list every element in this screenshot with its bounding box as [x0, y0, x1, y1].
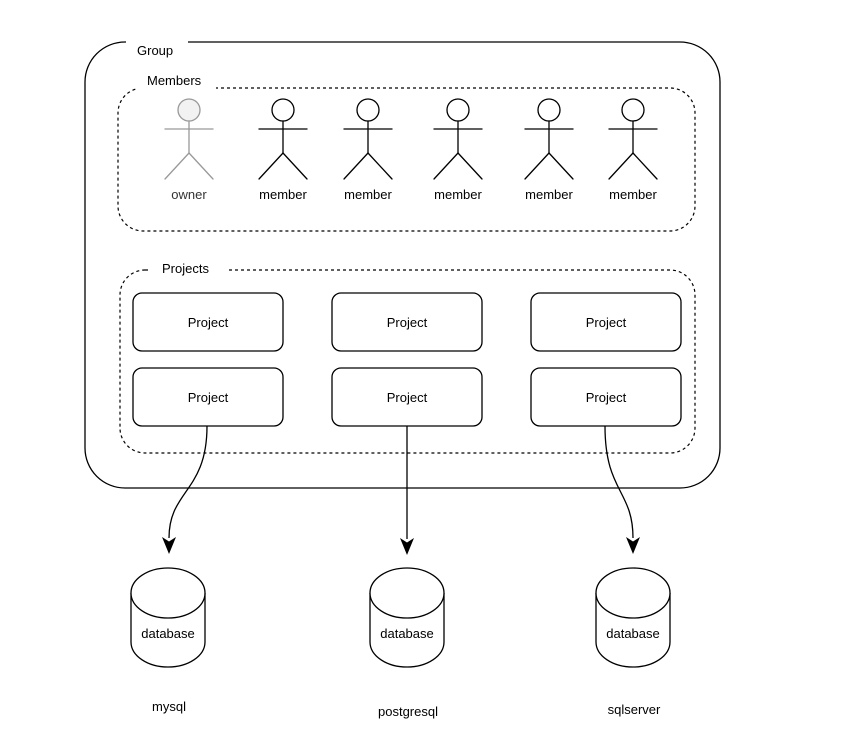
arrow-head-icon — [626, 537, 640, 554]
arrow-project-to-mysql — [162, 425, 208, 554]
projects-section: Projects Project Project Project Project… — [119, 261, 696, 454]
database-name: postgresql — [378, 704, 438, 719]
actor-owner: owner — [164, 98, 214, 202]
actor-left-leg — [164, 152, 190, 180]
projects-label-background — [150, 264, 226, 275]
actor-member-4: member — [524, 98, 574, 202]
project-box — [530, 367, 682, 427]
project-box — [331, 292, 483, 352]
project-label: Project — [387, 390, 428, 405]
database-mysql: database mysql — [130, 567, 206, 714]
actor-head — [537, 98, 561, 122]
actor-head — [446, 98, 470, 122]
database-cylinder-top — [130, 567, 206, 619]
database-label: database — [141, 626, 195, 641]
members-section: Members owner member member — [117, 73, 696, 232]
database-name: sqlserver — [608, 702, 661, 717]
actor-head — [271, 98, 295, 122]
actor-label: owner — [171, 187, 207, 202]
database-label: database — [380, 626, 434, 641]
project-box — [132, 367, 284, 427]
arrow-line — [168, 425, 208, 539]
project-label: Project — [387, 315, 428, 330]
project-node-5: Project — [331, 367, 483, 427]
actor-left-leg — [343, 152, 369, 180]
database-name: mysql — [152, 699, 186, 714]
project-label: Project — [586, 390, 627, 405]
actor-right-leg — [632, 152, 658, 180]
database-sqlserver: database sqlserver — [595, 567, 671, 717]
actor-label: member — [259, 187, 307, 202]
members-label: Members — [147, 73, 202, 88]
actor-left-leg — [258, 152, 284, 180]
arrow-project-to-postgresql — [400, 426, 414, 555]
actor-right-leg — [367, 152, 393, 180]
actor-member-3: member — [433, 98, 483, 202]
arrow-head-icon — [400, 538, 414, 555]
project-label: Project — [586, 315, 627, 330]
projects-label: Projects — [162, 261, 209, 276]
databases: database mysql database postgresql datab… — [130, 567, 671, 719]
project-node-4: Project — [132, 367, 284, 427]
database-cylinder-top — [595, 567, 671, 619]
database-cylinder-top — [369, 567, 445, 619]
project-box — [132, 292, 284, 352]
actor-right-leg — [188, 152, 214, 180]
actor-right-leg — [457, 152, 483, 180]
project-label: Project — [188, 315, 229, 330]
actor-right-leg — [548, 152, 574, 180]
group-label-background — [126, 35, 188, 48]
actor-label: member — [344, 187, 392, 202]
actor-member-5: member — [608, 98, 658, 202]
actor-left-leg — [433, 152, 459, 180]
actor-head — [356, 98, 380, 122]
members-label-background — [136, 80, 216, 90]
actor-head — [177, 98, 201, 122]
actor-right-leg — [282, 152, 308, 180]
project-node-6: Project — [530, 367, 682, 427]
actor-member-2: member — [343, 98, 393, 202]
arrow-line — [604, 425, 634, 539]
actor-label: member — [525, 187, 573, 202]
project-label: Project — [188, 390, 229, 405]
actor-label: member — [609, 187, 657, 202]
project-node-2: Project — [331, 292, 483, 352]
database-postgresql: database postgresql — [369, 567, 445, 719]
database-label: database — [606, 626, 660, 641]
actor-member-1: member — [258, 98, 308, 202]
connectors — [162, 425, 640, 555]
actor-left-leg — [524, 152, 550, 180]
arrow-project-to-sqlserver — [604, 425, 640, 554]
group-label: Group — [137, 43, 173, 58]
arrow-head-icon — [162, 537, 176, 554]
actor-label: member — [434, 187, 482, 202]
actor-head — [621, 98, 645, 122]
project-box — [530, 292, 682, 352]
project-node-3: Project — [530, 292, 682, 352]
project-node-1: Project — [132, 292, 284, 352]
members-border — [117, 87, 696, 232]
actor-left-leg — [608, 152, 634, 180]
